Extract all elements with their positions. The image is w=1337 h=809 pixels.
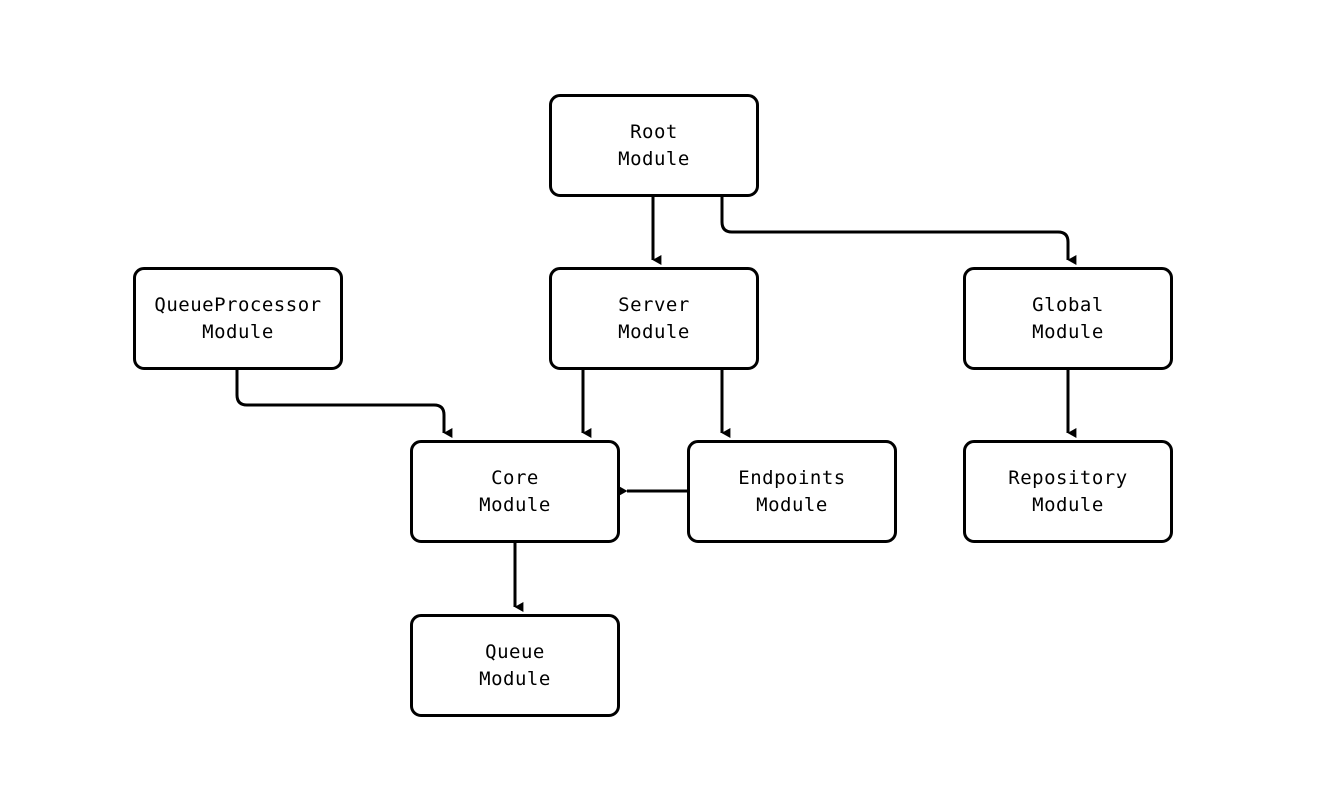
node-label-suffix: Module — [1032, 493, 1104, 516]
node-label-name: Global — [1032, 293, 1104, 316]
node-label-name: QueueProcessor — [154, 293, 322, 316]
node-label-suffix: Module — [479, 493, 551, 516]
node-label-suffix: Module — [618, 147, 690, 170]
edge-root-to-global — [720, 197, 1077, 265]
node-label-name: Repository — [1008, 466, 1128, 489]
node-label-name: Queue — [485, 640, 545, 663]
node-label-suffix: Module — [1032, 320, 1104, 343]
node-label-suffix: Module — [479, 667, 551, 690]
node-label-suffix: Module — [202, 320, 274, 343]
node-label-name: Root — [630, 120, 678, 143]
node-label-suffix: Module — [756, 493, 828, 516]
node-label-name: Core — [491, 466, 539, 489]
node-label-name: Endpoints — [738, 466, 846, 489]
edge-queueprocessor-to-core — [235, 370, 453, 438]
node-label-name: Server — [618, 293, 690, 316]
node-label-suffix: Module — [618, 320, 690, 343]
